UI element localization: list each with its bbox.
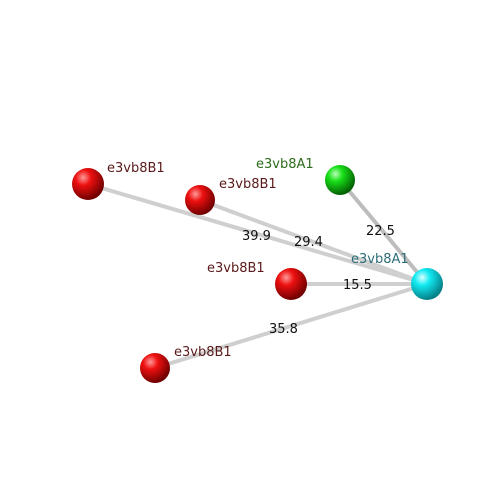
distance-label-e3: 22.5 — [366, 224, 395, 239]
atom-n2 — [185, 185, 215, 215]
atoms — [72, 165, 443, 383]
bonds — [87, 178, 429, 370]
node-label-n4: e3vb8B1 — [207, 261, 265, 276]
node-labels: e3vb8B1 e3vb8B1 e3vb8A1 e3vb8B1 e3vb8B1 … — [107, 157, 409, 360]
atom-n3 — [325, 165, 355, 195]
node-label-center: e3vb8A1 — [351, 252, 409, 267]
atom-n1 — [72, 168, 104, 200]
node-label-n2: e3vb8B1 — [219, 177, 277, 192]
distance-label-e4: 15.5 — [343, 278, 372, 293]
node-label-n1: e3vb8B1 — [107, 161, 165, 176]
node-label-n5: e3vb8B1 — [174, 345, 232, 360]
distance-label-e1: 39.9 — [242, 229, 271, 244]
bond-n1-center — [87, 182, 428, 286]
distance-label-e2: 29.4 — [294, 235, 323, 250]
bond-n3-center — [338, 178, 429, 286]
distance-label-e5: 35.8 — [269, 322, 298, 337]
distance-labels: 39.9 29.4 22.5 15.5 35.8 — [242, 224, 395, 337]
atom-n5 — [140, 353, 170, 383]
atom-center — [411, 268, 443, 300]
atom-n4 — [275, 268, 307, 300]
node-label-n3: e3vb8A1 — [256, 157, 314, 172]
bond-n2-center — [199, 198, 428, 286]
bond-n5-center — [154, 282, 428, 370]
